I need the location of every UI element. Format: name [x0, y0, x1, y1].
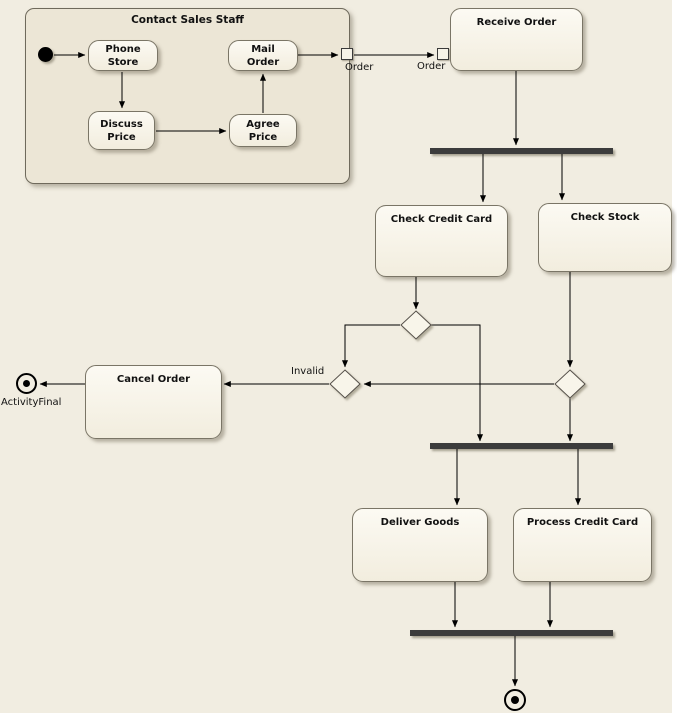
node-cancel-order[interactable]: Cancel Order: [85, 365, 222, 439]
edge-decision-to-invalid-merge: [341, 324, 400, 368]
partition-label: Contact Sales Staff: [131, 14, 244, 26]
initial-node[interactable]: [38, 47, 53, 62]
node-mail-order[interactable]: Mail Order: [228, 40, 298, 71]
node-discuss-price[interactable]: Discuss Price: [88, 111, 155, 150]
edge-decision-to-join: [431, 324, 484, 442]
node-process-credit-card-label: Process Credit Card: [526, 517, 639, 528]
node-receive-order-label: Receive Order: [476, 17, 557, 28]
node-check-credit-card[interactable]: Check Credit Card: [375, 205, 508, 277]
guard-label-invalid: Invalid: [291, 366, 325, 377]
node-check-credit-card-label: Check Credit Card: [390, 214, 493, 225]
fork-bar-after-receive-order[interactable]: [430, 148, 613, 154]
node-receive-order[interactable]: Receive Order: [450, 8, 583, 71]
activity-final-dot: [23, 380, 30, 387]
node-discuss-price-label: Discuss Price: [100, 118, 143, 143]
pin-order-target[interactable]: [437, 48, 449, 60]
node-deliver-goods[interactable]: Deliver Goods: [352, 508, 488, 582]
pin-order-source[interactable]: [341, 48, 353, 60]
decision-stock-result[interactable]: [554, 369, 586, 399]
node-cancel-order-label: Cancel Order: [116, 374, 191, 385]
node-phone-store[interactable]: Phone Store: [88, 40, 158, 71]
activity-final-node[interactable]: [16, 373, 37, 394]
node-mail-order-label: Mail Order: [246, 43, 280, 68]
merge-invalid[interactable]: [329, 369, 361, 399]
node-check-stock-label: Check Stock: [570, 212, 640, 223]
node-agree-price[interactable]: Agree Price: [229, 114, 297, 147]
flow-final-dot: [511, 696, 519, 704]
flow-final-node[interactable]: [504, 689, 526, 711]
node-phone-store-label: Phone Store: [105, 43, 141, 68]
activity-final-label: ActivityFinal: [1, 397, 62, 408]
node-deliver-goods-label: Deliver Goods: [380, 517, 460, 528]
pin-order-source-label: Order: [345, 62, 374, 73]
join-bar-before-final[interactable]: [410, 630, 613, 636]
node-check-stock[interactable]: Check Stock: [538, 203, 672, 272]
node-process-credit-card[interactable]: Process Credit Card: [513, 508, 652, 582]
partition-contact-sales-staff[interactable]: Contact Sales Staff: [25, 8, 350, 184]
node-agree-price-label: Agree Price: [246, 118, 280, 143]
join-bar-before-delivery[interactable]: [430, 443, 613, 449]
pin-order-target-label: Order: [417, 61, 446, 72]
decision-credit-card-result[interactable]: [400, 310, 432, 340]
